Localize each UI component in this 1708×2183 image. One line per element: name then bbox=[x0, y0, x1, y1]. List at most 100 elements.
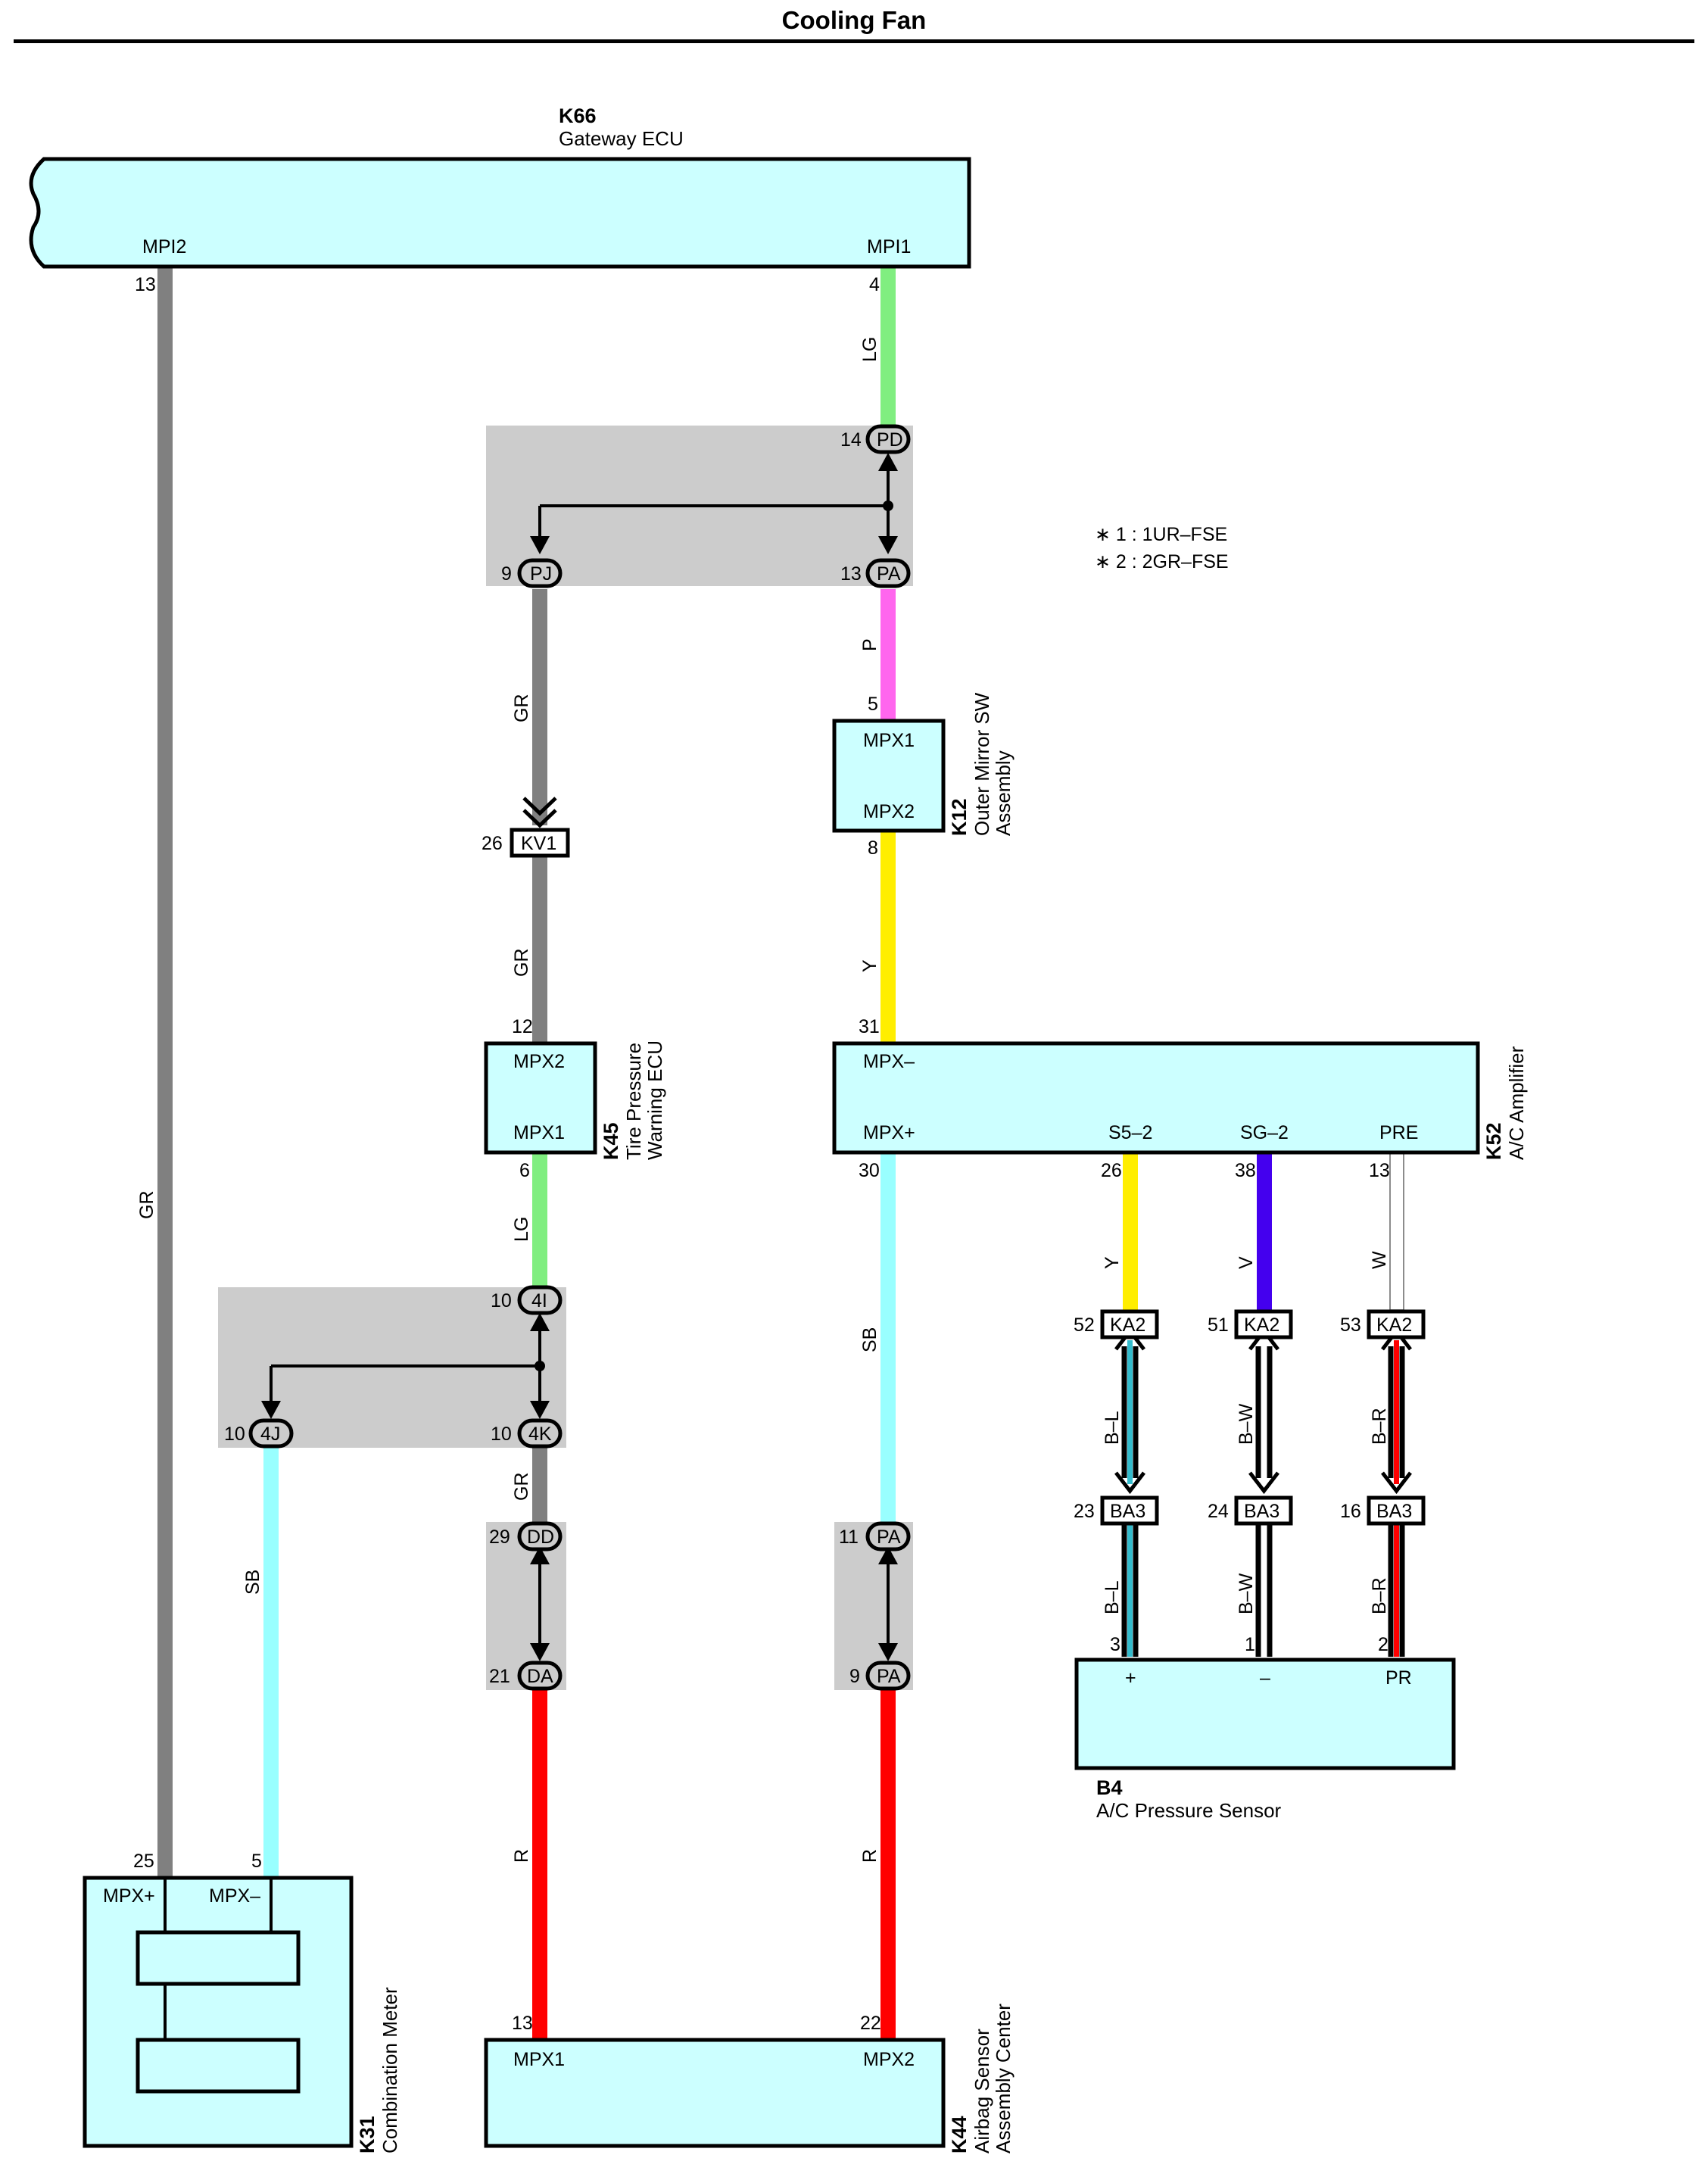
connector-4i-pin: 10 bbox=[491, 1290, 512, 1311]
wire-gr-mid bbox=[532, 589, 547, 825]
b4-ac-pressure-sensor-body bbox=[1074, 1658, 1456, 1770]
k66-name: Gateway ECU bbox=[559, 127, 684, 150]
k52-pin-mpx-minus: MPX– bbox=[863, 1051, 915, 1072]
k66-pin-mpi1: MPI1 bbox=[867, 236, 911, 257]
k31-pin-no-5: 5 bbox=[251, 1851, 262, 1872]
k31-inner-block-bottom bbox=[136, 2038, 301, 2094]
wire-label-r-left: R bbox=[511, 1849, 532, 1863]
connector-ka2-53-label: KA2 bbox=[1376, 1314, 1412, 1336]
wire-label-y-s52: Y bbox=[1102, 1256, 1123, 1269]
k44-airbag-sensor-body bbox=[484, 2038, 946, 2148]
b4-id: B4 bbox=[1096, 1776, 1123, 1799]
wire-label-sb-mid: SB bbox=[859, 1327, 880, 1352]
k45-pin-mpx1: MPX1 bbox=[513, 1122, 565, 1143]
connector-dd-label: DD bbox=[527, 1527, 554, 1548]
wire-label-p: P bbox=[859, 638, 880, 651]
connector-ka2-51-pin: 51 bbox=[1208, 1314, 1229, 1336]
connector-ba3-24-label: BA3 bbox=[1244, 1501, 1279, 1522]
wire-label-gr-low: GR bbox=[511, 1473, 532, 1502]
wire-gr-mid2 bbox=[532, 856, 547, 1043]
wire-sb-mid bbox=[880, 1152, 896, 1522]
k12-name-1: Outer Mirror SW bbox=[971, 692, 993, 836]
k12-pin-no-5: 5 bbox=[868, 694, 878, 715]
b4-pin-no-2: 2 bbox=[1378, 1634, 1389, 1655]
k12-id: K12 bbox=[948, 798, 971, 836]
connector-ka2-51 bbox=[1234, 1309, 1293, 1339]
k52-pin-no-38: 38 bbox=[1235, 1160, 1256, 1181]
wire-gr-low bbox=[532, 1448, 547, 1523]
k45-tire-pressure-ecu-body bbox=[484, 1041, 597, 1155]
wires bbox=[157, 267, 1404, 2040]
connector-4k-pin: 10 bbox=[491, 1424, 512, 1445]
connector-4j bbox=[248, 1418, 294, 1449]
connector-ba3-23 bbox=[1100, 1495, 1159, 1526]
wire-label-bl-b: B–L bbox=[1102, 1580, 1123, 1614]
k12-pin-mpx2: MPX2 bbox=[863, 801, 915, 822]
title-rule bbox=[14, 39, 1694, 43]
wire-label-gr-left: GR bbox=[136, 1191, 157, 1220]
k44-pin-no-13: 13 bbox=[512, 2013, 533, 2034]
connector-ka2-52-label: KA2 bbox=[1110, 1314, 1145, 1336]
wire-label-br-a: B–R bbox=[1369, 1408, 1390, 1445]
k66-pin-no-13: 13 bbox=[135, 274, 156, 295]
twisted-wires bbox=[1114, 1327, 1412, 1657]
b4-pin-plus: + bbox=[1125, 1667, 1136, 1689]
connector-kv1-label: KV1 bbox=[521, 833, 556, 854]
wire-label-v-sg2: V bbox=[1236, 1256, 1257, 1269]
wire-lg-mid bbox=[532, 1152, 547, 1289]
k44-pin-no-22: 22 bbox=[860, 2013, 881, 2034]
junction-arrows bbox=[261, 453, 898, 1661]
b4-name: A/C Pressure Sensor bbox=[1096, 1799, 1282, 1822]
k52-pin-sg-2: SG–2 bbox=[1240, 1122, 1289, 1143]
connector-pa-11 bbox=[865, 1521, 911, 1551]
connector-pa-13-label: PA bbox=[877, 563, 901, 585]
wire-label-gr-mid2: GR bbox=[511, 949, 532, 978]
connector-pj bbox=[517, 558, 563, 588]
k52-pin-no-30: 30 bbox=[859, 1160, 880, 1181]
connector-ba3-16 bbox=[1367, 1495, 1426, 1526]
rect-connectors bbox=[510, 828, 1426, 1526]
connector-pj-pin: 9 bbox=[501, 563, 512, 585]
k66-gateway-ecu-body bbox=[29, 157, 971, 269]
k45-pin-no-12: 12 bbox=[512, 1016, 533, 1037]
wire-p bbox=[880, 589, 896, 721]
wire-label-r-right: R bbox=[859, 1849, 880, 1863]
connector-dd-pin: 29 bbox=[489, 1527, 510, 1548]
wire-v-sg2 bbox=[1257, 1152, 1272, 1310]
wire-r-left bbox=[532, 1690, 547, 2040]
k66-id: K66 bbox=[559, 104, 597, 127]
k45-name-2: Warning ECU bbox=[644, 1040, 666, 1160]
connector-4i-label: 4I bbox=[531, 1290, 547, 1311]
wire-sb-left bbox=[263, 1448, 279, 1878]
connector-pa-9 bbox=[865, 1661, 911, 1691]
b4-pin-no-3: 3 bbox=[1110, 1634, 1120, 1655]
k52-pin-mpx-plus: MPX+ bbox=[863, 1122, 915, 1143]
note-1: ∗ 1 : 1UR–FSE bbox=[1095, 524, 1227, 545]
connector-ka2-53-pin: 53 bbox=[1340, 1314, 1361, 1336]
k31-pin-mpx-plus: MPX+ bbox=[103, 1885, 155, 1907]
k52-pin-no-13: 13 bbox=[1369, 1160, 1390, 1181]
k31-inner-links bbox=[164, 1878, 273, 2040]
k44-name-1: Airbag Sensor bbox=[971, 2029, 993, 2153]
k31-pin-no-25: 25 bbox=[133, 1851, 154, 1872]
k45-pin-mpx2: MPX2 bbox=[513, 1051, 565, 1072]
connector-pa-11-label: PA bbox=[877, 1527, 901, 1548]
b4-pin-no-1: 1 bbox=[1245, 1634, 1255, 1655]
connector-pa-11-pin: 11 bbox=[839, 1527, 859, 1548]
k31-id: K31 bbox=[356, 2116, 379, 2153]
k31-pin-mpx-minus: MPX– bbox=[209, 1885, 260, 1907]
k52-pin-no-31: 31 bbox=[859, 1016, 880, 1037]
wire-r-right bbox=[880, 1690, 896, 2040]
wire-label-w-pre: W bbox=[1369, 1251, 1390, 1269]
k45-id: K45 bbox=[600, 1122, 622, 1160]
connector-ba3-16-label: BA3 bbox=[1376, 1501, 1412, 1522]
wire-label-sb-left: SB bbox=[242, 1570, 263, 1595]
kv1-chevron bbox=[522, 797, 557, 828]
wire-w-pre bbox=[1389, 1152, 1404, 1311]
k12-pin-mpx1: MPX1 bbox=[863, 730, 915, 751]
k44-id: K44 bbox=[948, 2116, 971, 2153]
connector-4k-label: 4K bbox=[528, 1424, 552, 1445]
connector-ba3-23-label: BA3 bbox=[1110, 1501, 1145, 1522]
wire-label-bl-a: B–L bbox=[1102, 1411, 1123, 1445]
wire-y-s52 bbox=[1123, 1152, 1138, 1310]
